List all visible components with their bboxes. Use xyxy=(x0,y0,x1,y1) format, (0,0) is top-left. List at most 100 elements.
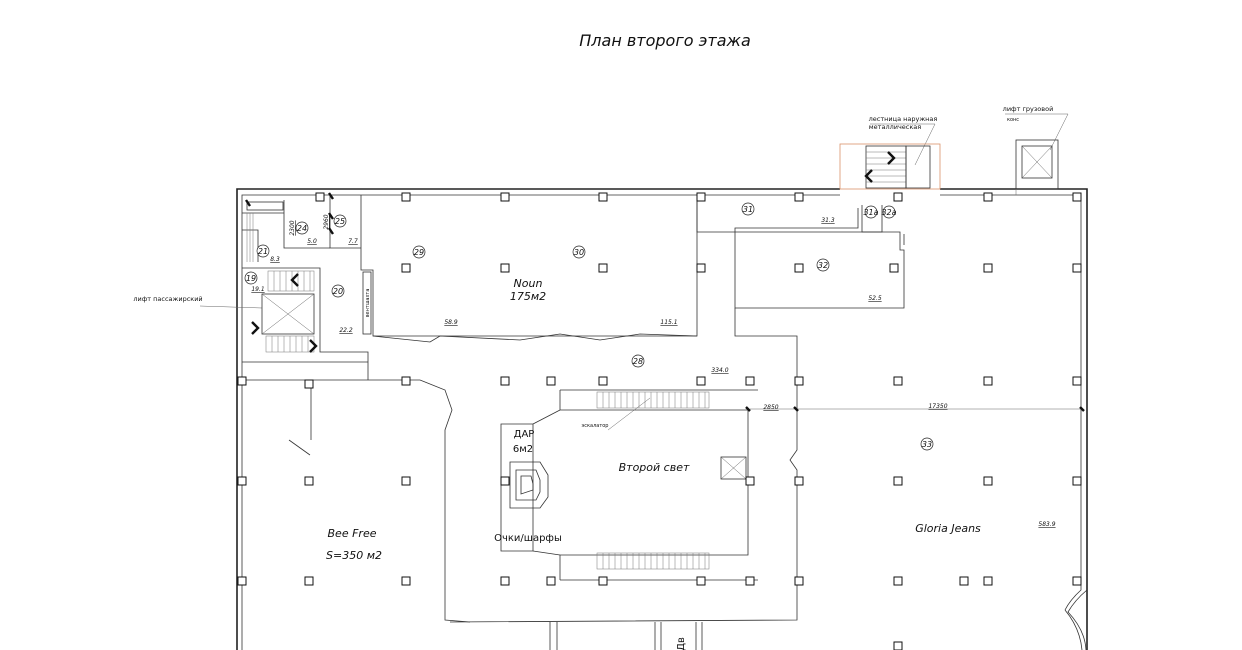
column-49 xyxy=(1072,576,1082,586)
shop-noun-name: Noun xyxy=(514,277,543,290)
column-12 xyxy=(794,263,804,273)
cargo-lift-box xyxy=(1015,139,1059,195)
column-7 xyxy=(696,263,706,273)
columns xyxy=(237,192,1082,650)
area-583-9: 583.9 xyxy=(1038,521,1055,528)
area-22-2: 22.2 xyxy=(339,327,353,334)
second-light-label: Второй свет xyxy=(619,461,690,474)
note-outer-stair-1: лестница наружная xyxy=(869,115,938,123)
column-38 xyxy=(304,576,314,586)
column-31 xyxy=(500,476,510,486)
shop-gloria-name: Gloria Jeans xyxy=(915,522,981,535)
column-18 xyxy=(598,376,608,386)
column-26 xyxy=(237,376,247,386)
dim-2960: 2960 xyxy=(323,214,330,229)
room-29: 29 xyxy=(414,248,424,257)
dar-kiosk xyxy=(509,461,549,509)
dim-17350: 17350 xyxy=(928,403,947,410)
shop-bee-name: Bee Free xyxy=(328,527,377,540)
room-31a: 31а xyxy=(863,208,878,217)
column-46 xyxy=(893,576,903,586)
area-5-0: 5.0 xyxy=(307,238,317,245)
column-2 xyxy=(598,192,608,202)
column-8 xyxy=(794,192,804,202)
column-9 xyxy=(893,192,903,202)
area-values: 58.9 115.1 334.0 31.3 52.5 583.9 22.2 8.… xyxy=(251,217,1055,528)
area-31-3: 31.3 xyxy=(821,217,835,224)
column-17 xyxy=(500,376,510,386)
room-19: 19 xyxy=(246,274,256,283)
note-passenger-lift: лифт пассажирский xyxy=(133,295,202,303)
outer-walls xyxy=(236,188,1088,650)
column-32 xyxy=(745,476,755,486)
column-33 xyxy=(794,476,804,486)
column-48 xyxy=(983,576,993,586)
column-19 xyxy=(696,376,706,386)
room-28: 28 xyxy=(633,357,643,366)
room-32: 32 xyxy=(818,261,828,270)
column-47 xyxy=(959,576,969,586)
area-7-7: 7.7 xyxy=(348,238,358,245)
column-35 xyxy=(983,476,993,486)
area-8-3: 8.3 xyxy=(270,256,280,263)
area-52-5: 52.5 xyxy=(868,295,882,302)
column-16 xyxy=(401,376,411,386)
column-20 xyxy=(546,376,556,386)
outer-stair xyxy=(839,143,941,190)
room-30: 30 xyxy=(574,248,584,257)
column-15 xyxy=(1072,263,1082,273)
room-24: 24 xyxy=(297,224,307,233)
column-29 xyxy=(304,476,314,486)
column-36 xyxy=(1072,476,1082,486)
room-20: 20 xyxy=(333,287,343,296)
column-3 xyxy=(696,192,706,202)
direction-arrows xyxy=(251,151,896,353)
column-1 xyxy=(500,192,510,202)
column-27 xyxy=(304,379,314,389)
area-334: 334.0 xyxy=(711,367,728,374)
column-42 xyxy=(696,576,706,586)
dim-2300: 2300 xyxy=(289,220,296,235)
column-41 xyxy=(598,576,608,586)
shop-noun-area: 175м2 xyxy=(510,290,546,303)
area-19-1: 19.1 xyxy=(251,286,264,293)
column-45 xyxy=(794,576,804,586)
room-21: 21 xyxy=(258,247,268,256)
note-escalator: эскалатор xyxy=(582,423,609,429)
annotations: лифт пассажирский лестница наружная мета… xyxy=(133,105,1053,650)
note-cargo-lift: лифт грузовой xyxy=(1003,105,1054,113)
column-30 xyxy=(401,476,411,486)
shop-glasses-label: Очки/шарфы xyxy=(494,533,562,544)
column-34 xyxy=(893,476,903,486)
column-23 xyxy=(893,376,903,386)
left-core xyxy=(246,201,372,353)
shop-bee-area: S=350 м2 xyxy=(326,549,382,562)
column-43 xyxy=(546,576,556,586)
plan-title: План второго этажа xyxy=(579,31,751,50)
column-21 xyxy=(745,376,755,386)
shop-dar-area: 6м2 xyxy=(513,444,533,455)
column-28 xyxy=(237,476,247,486)
room-25: 25 xyxy=(335,217,345,226)
column-10 xyxy=(983,192,993,202)
column-6 xyxy=(598,263,608,273)
column-44 xyxy=(745,576,755,586)
column-13 xyxy=(889,263,899,273)
dimension-labels: 2850 17350 2960 2300 xyxy=(289,214,948,411)
shop-labels: Noun 175м2 Bee Free S=350 м2 Второй свет… xyxy=(326,277,981,562)
column-25 xyxy=(1072,376,1082,386)
column-50 xyxy=(893,641,903,650)
column-39 xyxy=(401,576,411,586)
area-58-9: 58.9 xyxy=(444,319,458,326)
note-bottom-cut: Дв xyxy=(676,637,687,650)
shop-dar-name: ДАР xyxy=(514,429,535,440)
column-51 xyxy=(315,192,325,202)
column-4 xyxy=(401,263,411,273)
column-37 xyxy=(237,576,247,586)
room-numbers: 19 20 21 24 25 28 29 30 31 31а 32 32а 33 xyxy=(244,202,934,451)
room-31: 31 xyxy=(743,205,753,214)
column-40 xyxy=(500,576,510,586)
column-22 xyxy=(794,376,804,386)
area-115-1: 115.1 xyxy=(660,319,677,326)
